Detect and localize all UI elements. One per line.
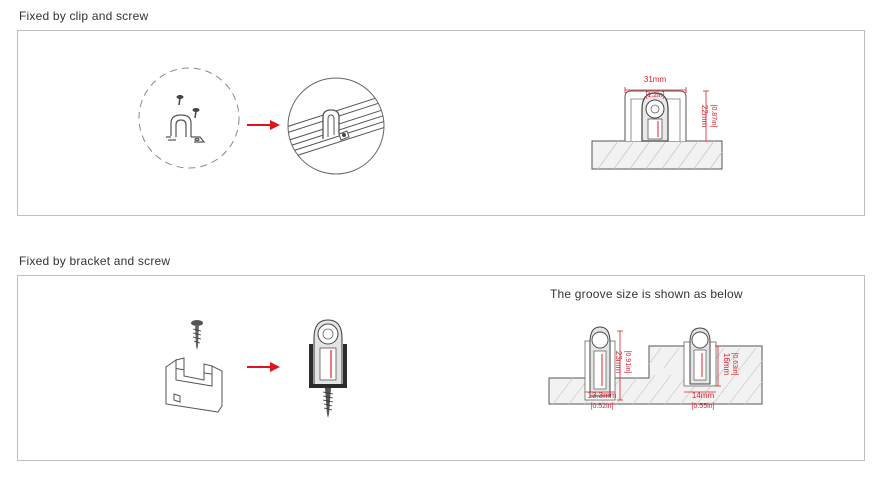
groove-right-width-mm: 14mm <box>692 391 715 400</box>
clip-cross-section <box>591 90 723 170</box>
groove-left-height-in: [0.91in] <box>624 351 631 374</box>
groove-left-width-in: [0.52in] <box>591 403 614 410</box>
parts-dashed-circle <box>138 67 240 169</box>
dim-height-in: [0.87in] <box>710 105 717 128</box>
groove-right-height-in: [0.63in] <box>731 353 738 376</box>
clip-screw-illustration: 31mm [1.2in] 22mm [0.87in] <box>138 67 723 175</box>
groove-dimension-lines <box>585 330 721 401</box>
panel-clip-screw: 31mm [1.2in] 22mm [0.87in] <box>17 30 865 216</box>
dimension-lines <box>624 87 709 142</box>
arrow-right-icon <box>247 120 280 130</box>
section-title-bracket-screw: Fixed by bracket and screw <box>19 254 171 268</box>
groove-right-width-in: [0.55in] <box>692 403 715 410</box>
assembled-bracket-profile <box>309 319 347 418</box>
groove-cross-section <box>548 326 763 405</box>
groove-left-width-mm: 13.3mm <box>588 391 617 400</box>
dim-height-mm: 22mm <box>700 105 709 128</box>
groove-right-height-mm: 16mm <box>722 353 731 376</box>
bracket-screw-illustration: 23mm [0.91in] 13.3mm [0.52in] 16mm [0.63… <box>165 319 763 418</box>
section-title-clip-screw: Fixed by clip and screw <box>19 9 149 23</box>
dim-width-mm: 31mm <box>644 75 667 84</box>
screw-icon <box>191 320 203 350</box>
dim-width-in: [1.2in] <box>645 92 664 99</box>
groove-caption: The groove size is shown as below <box>550 287 743 301</box>
groove-left-height-mm: 23mm <box>614 351 623 374</box>
panel-bracket-screw: The groove size is shown as below <box>17 275 865 461</box>
arrow-right-icon <box>247 362 280 372</box>
clip-icon <box>166 114 206 143</box>
screw-icon <box>176 95 184 106</box>
screw-icon <box>192 108 200 119</box>
bracket-icon <box>165 357 223 413</box>
